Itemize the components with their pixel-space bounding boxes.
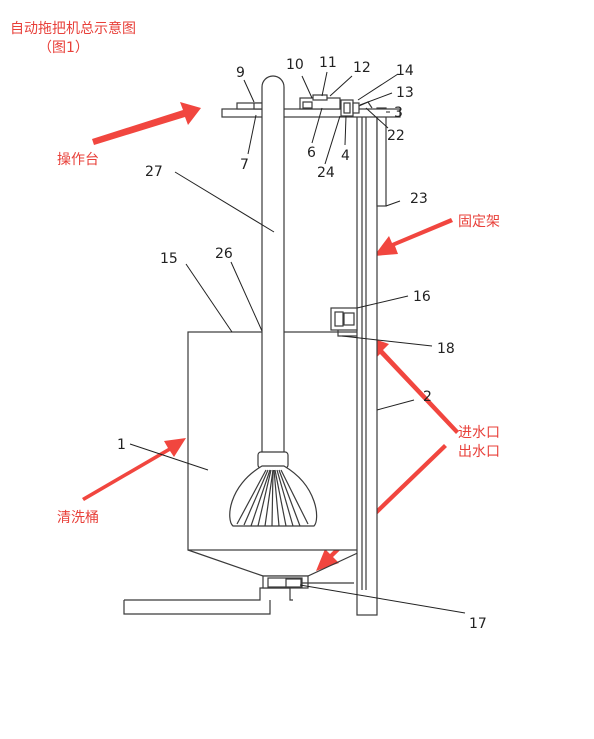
label-water-inlet: 进水口 <box>458 425 500 441</box>
mop-handle <box>261 75 285 463</box>
part-number-14: 14 <box>396 63 414 79</box>
motor-4-shaft <box>343 102 351 114</box>
base-plate <box>123 587 293 615</box>
part-number-1: 1 <box>117 437 126 453</box>
part-number-7: 7 <box>240 157 249 173</box>
part-number-24: 24 <box>317 165 335 181</box>
label-console: 操作台 <box>57 152 99 168</box>
part-number-9: 9 <box>236 65 245 81</box>
part-number-6: 6 <box>307 145 316 161</box>
part-number-2: 2 <box>423 389 432 405</box>
console <box>221 94 401 118</box>
water-inlet-arrow <box>366 336 459 434</box>
fixed-frame <box>356 107 387 616</box>
part-number-11: 11 <box>319 55 337 71</box>
part-number-26: 26 <box>215 246 233 262</box>
annotation-labels: 操作台 固定架 进水口 出水口 清洗桶 <box>57 152 500 526</box>
outlet-valve-cap <box>285 578 302 588</box>
inlet-valve <box>330 307 358 337</box>
mop-strands <box>236 469 309 527</box>
part-number-10: 10 <box>286 57 304 73</box>
part-number-13: 13 <box>396 85 414 101</box>
cleaning-bucket-arrow <box>82 438 186 501</box>
part-number-18: 18 <box>437 341 455 357</box>
part-number-15: 15 <box>160 251 178 267</box>
bolt-6 <box>302 101 313 109</box>
side-rail-23 <box>376 107 387 207</box>
part-number-17: 17 <box>469 616 487 632</box>
part-number-23: 23 <box>410 191 428 207</box>
label-water-outlet: 出水口 <box>458 444 500 460</box>
inlet-valve-port <box>343 312 355 326</box>
label-fixed-frame: 固定架 <box>458 214 500 230</box>
fixed-frame-arrow <box>374 218 453 256</box>
coupling-13 <box>352 102 360 114</box>
title-main: 自动拖把机总示意图 <box>10 21 136 37</box>
inlet-valve-knob <box>334 311 344 327</box>
leader-lines <box>129 71 466 614</box>
part-number-12: 12 <box>353 60 371 76</box>
part-number-27: 27 <box>145 164 163 180</box>
part-number-4: 4 <box>341 148 350 164</box>
console-arrow <box>92 102 201 145</box>
fixed-frame-post <box>356 109 378 616</box>
label-cleaning-bucket: 清洗桶 <box>57 510 99 526</box>
outlet-valve <box>267 577 354 588</box>
mop <box>229 75 318 527</box>
part-number-22: 22 <box>387 128 405 144</box>
part-numbers: 1 2 3 4 6 7 9 10 11 12 13 14 15 16 17 18… <box>117 55 487 632</box>
part-number-3: 3 <box>394 105 403 121</box>
inlet-pipe-18 <box>337 330 357 337</box>
clamp-top-11 <box>312 94 328 101</box>
part-number-16: 16 <box>413 289 431 305</box>
console-plate <box>221 108 401 118</box>
title-figure-number: （图1） <box>38 40 89 56</box>
